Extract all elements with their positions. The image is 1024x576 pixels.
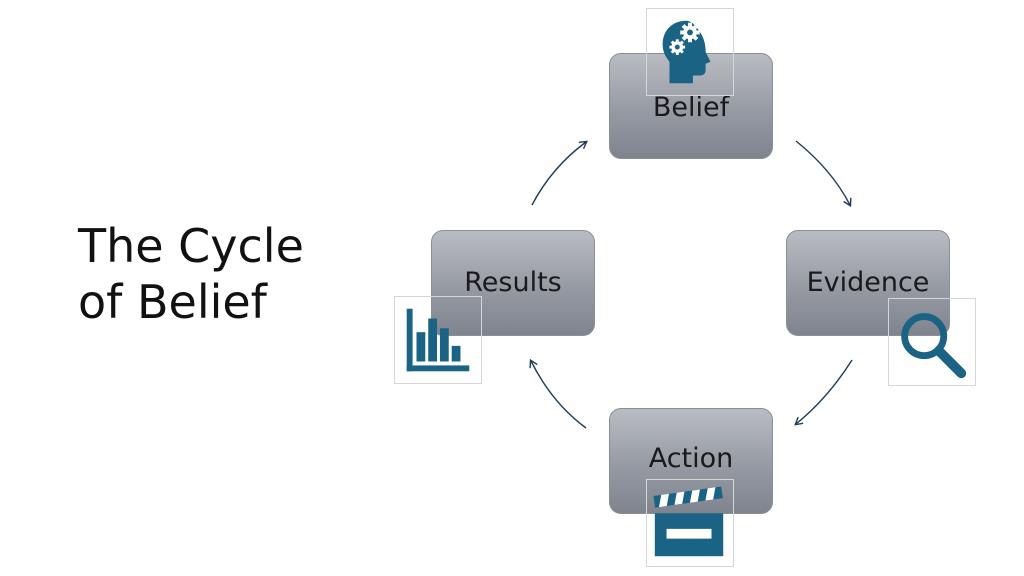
diagram-title: The Cycle of Belief [78, 218, 378, 330]
head-gears-icon [646, 8, 734, 96]
arrow-action-to-results [529, 358, 587, 429]
arrow-belief-to-evidence [795, 140, 852, 208]
clapperboard-icon [646, 479, 734, 567]
arrow-results-to-belief [531, 140, 588, 206]
bar-chart-icon [394, 296, 482, 384]
node-results-label: Results [464, 267, 562, 298]
node-evidence-label: Evidence [806, 267, 930, 298]
magnifier-icon [888, 298, 976, 386]
title-line-1: The Cycle [78, 219, 304, 273]
node-action-label: Action [648, 443, 734, 474]
arrow-evidence-to-action [794, 359, 853, 426]
title-line-2: of Belief [78, 275, 267, 329]
node-belief-label: Belief [652, 92, 730, 123]
node-results: Results [431, 230, 595, 336]
